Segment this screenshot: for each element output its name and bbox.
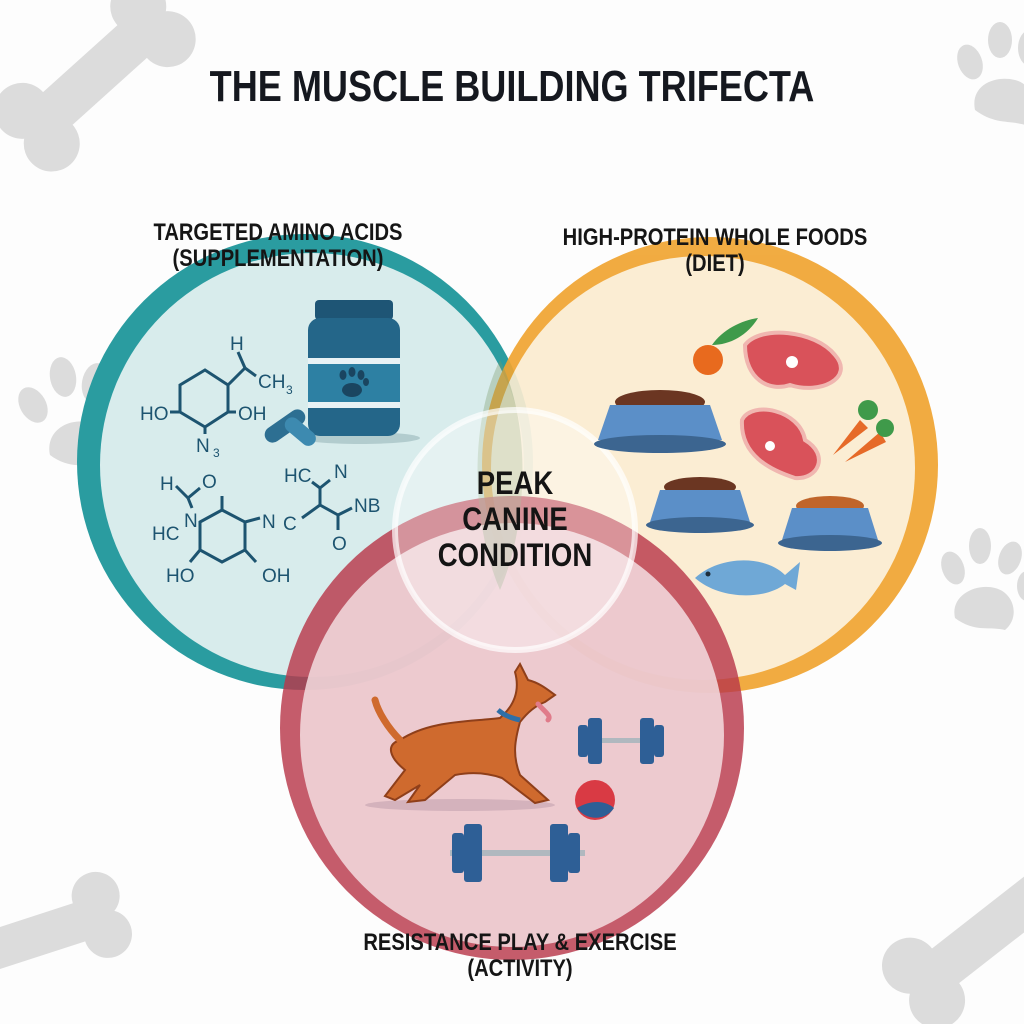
page-title: THE MUSCLE BUILDING TRIFECTA (209, 62, 815, 111)
atom-label: OH (238, 404, 267, 425)
steak-icon (742, 330, 843, 390)
label-line: HIGH-PROTEIN WHOLE FOODS (562, 224, 868, 251)
molecule-labels: H O HC N N C HO OH (152, 472, 297, 587)
atom-label: CH (258, 372, 285, 393)
label-line: (ACTIVITY) (467, 955, 573, 982)
atom-label: NB (354, 496, 380, 517)
atom-label: OH (262, 566, 291, 587)
center-line: CANINE (462, 501, 568, 537)
atom-label: HC (152, 524, 179, 545)
molecule-diagram (301, 478, 353, 530)
food-bowl-icon (594, 390, 726, 453)
bone-icon (0, 871, 132, 977)
atom-label: N (262, 512, 276, 533)
food-bowl-icon (778, 496, 882, 551)
center-line: PEAK (476, 465, 554, 501)
paw-print-icon (941, 528, 1024, 630)
molecule-diagram (170, 351, 257, 434)
food-bowl-icon (646, 477, 754, 533)
dumbbell-icon (578, 718, 664, 764)
atom-label: C (283, 514, 297, 535)
steak-icon (739, 407, 821, 481)
tomato-icon (693, 318, 758, 375)
atom-label: HO (140, 404, 169, 425)
circle-label-supplementation: TARGETED AMINO ACIDS (SUPPLEMENTATION) (144, 220, 413, 272)
label-line: (DIET) (685, 250, 745, 277)
fish-icon (695, 560, 800, 596)
center-label: PEAK CANINE CONDITION (429, 465, 601, 573)
paw-print-icon (339, 367, 369, 397)
atom-label: H (160, 474, 174, 495)
label-line: RESISTANCE PLAY & EXERCISE (363, 929, 677, 956)
overlap-tint (477, 360, 523, 590)
circle-label-activity: RESISTANCE PLAY & EXERCISE (ACTIVITY) (344, 930, 697, 982)
ball-icon (575, 780, 615, 820)
supplement-bottle-icon (300, 300, 420, 444)
circle-label-diet: HIGH-PROTEIN WHOLE FOODS (DIET) (551, 225, 879, 277)
label-line: (SUPPLEMENTATION) (172, 245, 384, 272)
capsule-icon (264, 409, 316, 446)
atom-label: 3 (213, 446, 220, 460)
atom-label: H (230, 334, 244, 355)
atom-label: N (334, 462, 348, 483)
atom-label: N (196, 436, 210, 457)
dog-icon (365, 661, 557, 811)
molecule-labels: H CH 3 HO OH N 3 (140, 334, 293, 460)
molecule-diagram (174, 484, 261, 564)
bone-icon (0, 0, 196, 172)
atom-label: 3 (286, 383, 293, 397)
bone-icon (881, 866, 1024, 1024)
atom-label: HC (284, 466, 311, 487)
atom-label: HO (166, 566, 195, 587)
atom-label: O (202, 472, 217, 493)
center-line: CONDITION (437, 537, 593, 573)
center-ring (392, 407, 638, 653)
atom-label: O (332, 534, 347, 555)
paw-print-icon (957, 22, 1024, 125)
atom-label: N (184, 511, 198, 532)
molecule-labels: HC N NB O (284, 462, 380, 555)
label-line: TARGETED AMINO ACIDS (153, 219, 403, 246)
dumbbell-icon (450, 824, 585, 882)
carrot-icon (833, 400, 894, 462)
